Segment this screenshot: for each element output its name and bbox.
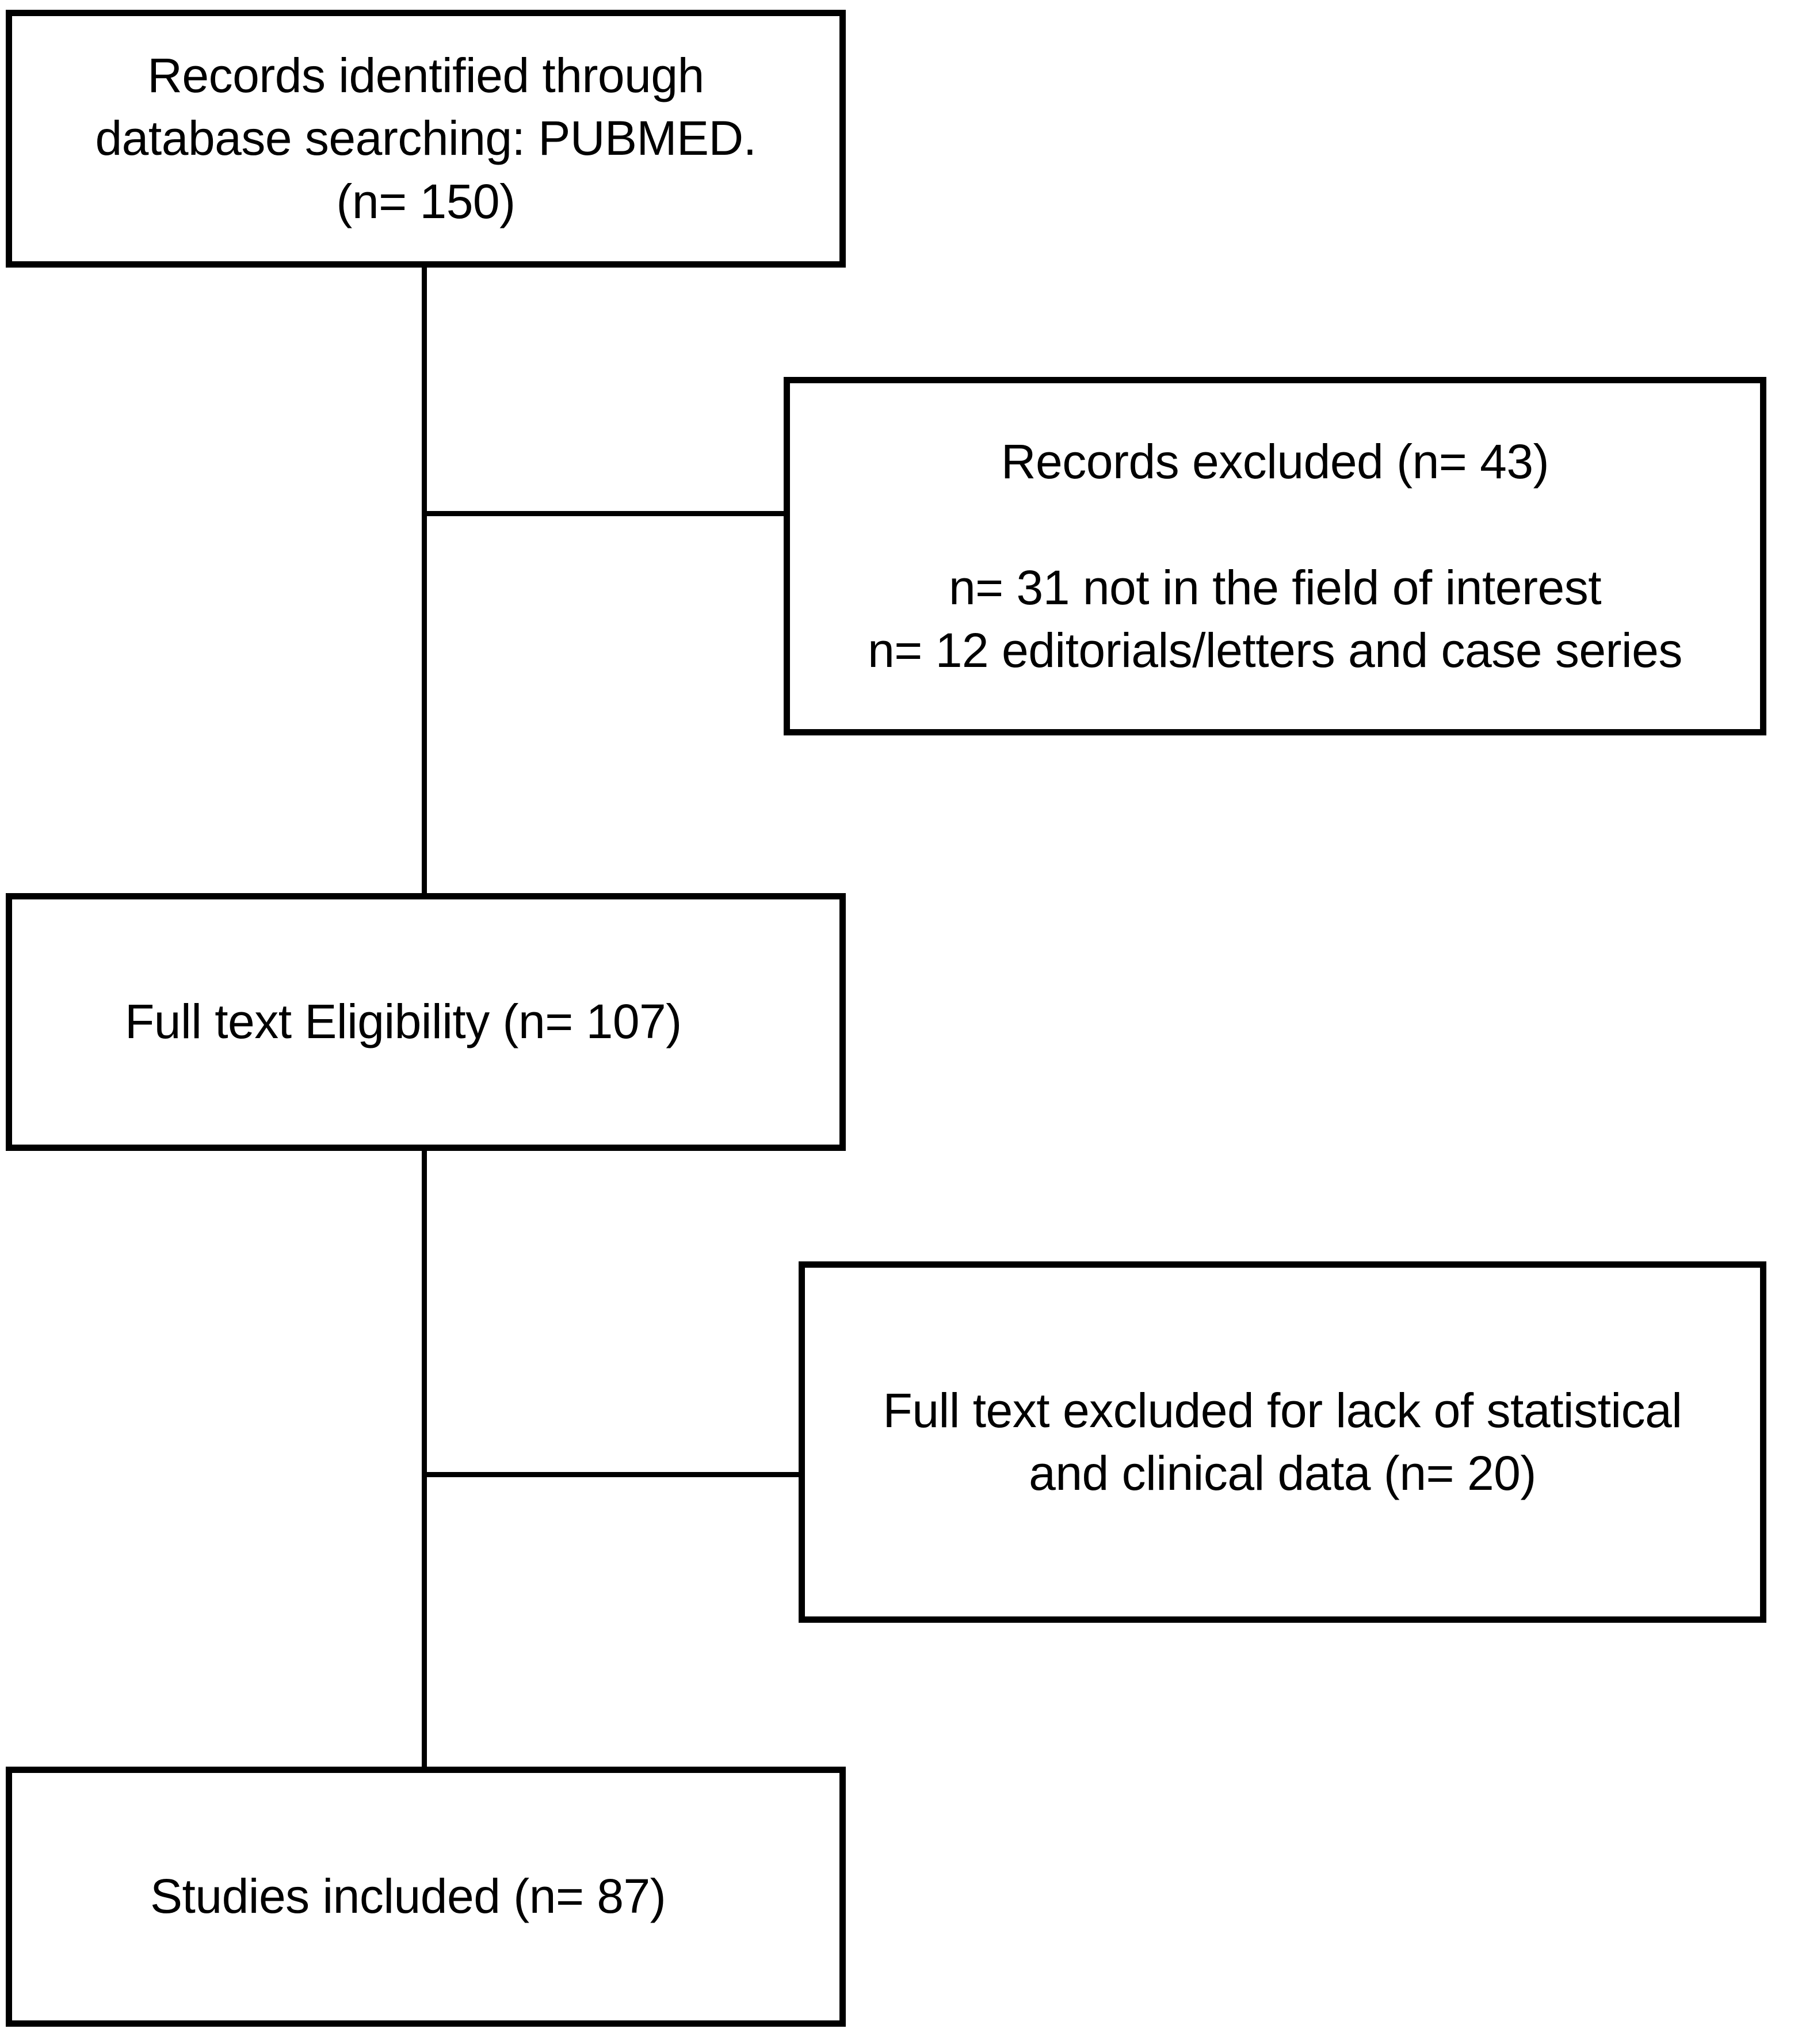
- records-excluded-reason-2: n= 12 editorials/letters and case series: [868, 623, 1682, 677]
- box-studies-included: Studies included (n= 87): [6, 1767, 846, 2027]
- records-excluded-heading: Records excluded (n= 43): [1001, 434, 1549, 489]
- records-excluded-blank-line: [816, 493, 1734, 556]
- box-records-excluded: Records excluded (n= 43) n= 31 not in th…: [784, 377, 1766, 735]
- full-text-eligibility-label: Full text Eligibility (n= 107): [125, 994, 682, 1049]
- connector-vertical-identified-to-eligibility: [422, 268, 427, 895]
- studies-included-label: Studies included (n= 87): [150, 1869, 666, 1924]
- records-excluded-reason-1: n= 31 not in the field of interest: [948, 560, 1602, 615]
- records-identified-line-1: Records identified through: [147, 48, 704, 103]
- box-records-identified: Records identified through database sear…: [6, 10, 846, 268]
- connector-horizontal-to-records-excluded: [422, 511, 787, 516]
- connector-horizontal-to-full-text-excluded: [422, 1472, 801, 1477]
- full-text-excluded-line-1: Full text excluded for lack of statistic…: [883, 1383, 1682, 1437]
- records-identified-count: (n= 150): [336, 174, 516, 228]
- box-full-text-excluded: Full text excluded for lack of statistic…: [799, 1261, 1766, 1623]
- box-full-text-eligibility: Full text Eligibility (n= 107): [6, 893, 846, 1151]
- records-identified-line-2: database searching: PUBMED.: [95, 111, 757, 166]
- full-text-excluded-line-2: and clinical data (n= 20): [1029, 1446, 1536, 1500]
- connector-vertical-eligibility-to-included: [422, 1151, 427, 1768]
